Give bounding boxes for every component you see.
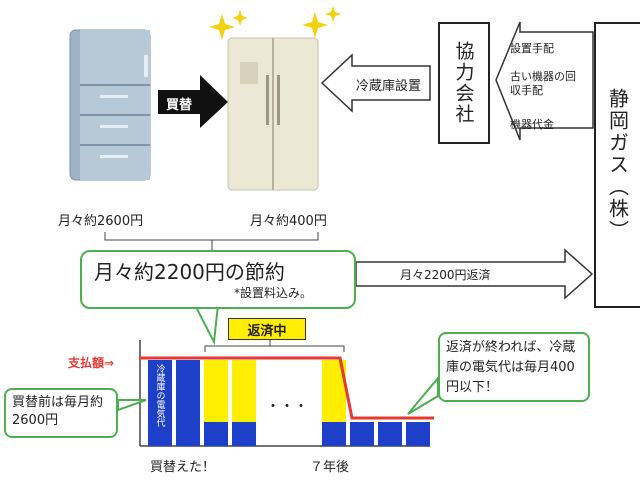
service-item: 機器代金 <box>510 118 554 131</box>
service-item: 設置手配 <box>510 42 554 55</box>
savings-callout-tail <box>193 304 220 346</box>
after-text: 返済が終われば、冷蔵庫の電気代は毎月400円以下！ <box>446 340 576 395</box>
old-cost-label: 月々約2600円 <box>58 214 144 229</box>
chart-bar-after-2 <box>378 422 402 446</box>
bar-label: 冷蔵庫の電気代 <box>150 364 170 444</box>
savings-callout <box>80 250 356 309</box>
chart-dots: ・・・ <box>266 399 308 415</box>
new-fridge-icon <box>227 37 319 191</box>
savings-main: 月々約2200円の節約 <box>94 260 285 284</box>
install-arrow-icon <box>320 53 431 113</box>
before-text: 買替前は毎月約2600円 <box>12 395 104 428</box>
cost-bracket <box>104 232 319 250</box>
old-fridge-icon <box>69 29 151 181</box>
before-callout-tail <box>117 399 147 412</box>
service-item: 古い機器の回収手配 <box>510 70 576 97</box>
chart-bar-old-1 <box>148 360 172 446</box>
replace-arrow-icon <box>158 75 228 128</box>
chart-bar-repay-2 <box>232 360 256 446</box>
gas-company-box: 静岡ガス（株） <box>594 22 640 308</box>
new-cost-label: 月々約400円 <box>250 214 327 229</box>
chart-bar-after-3 <box>406 422 430 446</box>
repaying-badge: 返済中 <box>228 318 306 340</box>
repay-bracket <box>204 338 345 352</box>
chart-bar-after-1 <box>350 422 374 446</box>
partner-name: 協力会社 <box>452 41 475 125</box>
repay-label: 月々2200円返済 <box>400 268 491 282</box>
savings-note: *設置料込み。 <box>234 286 313 300</box>
after-callout: 返済が終われば、冷蔵庫の電気代は毎月400円以下！ <box>438 332 590 402</box>
x-label-7y: ７年後 <box>310 460 350 475</box>
chart-bar-old-2 <box>176 360 200 446</box>
install-label: 冷蔵庫設置 <box>356 79 422 94</box>
bar-label-text: 冷蔵庫の電気代 <box>154 364 165 427</box>
repay-arrow-icon <box>355 248 594 300</box>
before-callout: 買替前は毎月約2600円 <box>4 388 118 438</box>
payment-label: 支払額⇒ <box>68 356 115 370</box>
after-callout-tail <box>407 375 439 415</box>
service-arrow-icon <box>495 21 594 141</box>
sparkle-icon <box>209 6 341 40</box>
partner-box: 協力会社 <box>438 22 490 144</box>
kaikae-label: 買替 <box>166 98 193 113</box>
chart-bar-repay-1 <box>204 360 228 446</box>
payment-line <box>140 356 434 420</box>
x-label-buy: 買替えた！ <box>150 460 216 475</box>
gas-company-name: 静岡ガス（株） <box>605 88 630 242</box>
repaying-label: 返済中 <box>247 323 287 339</box>
